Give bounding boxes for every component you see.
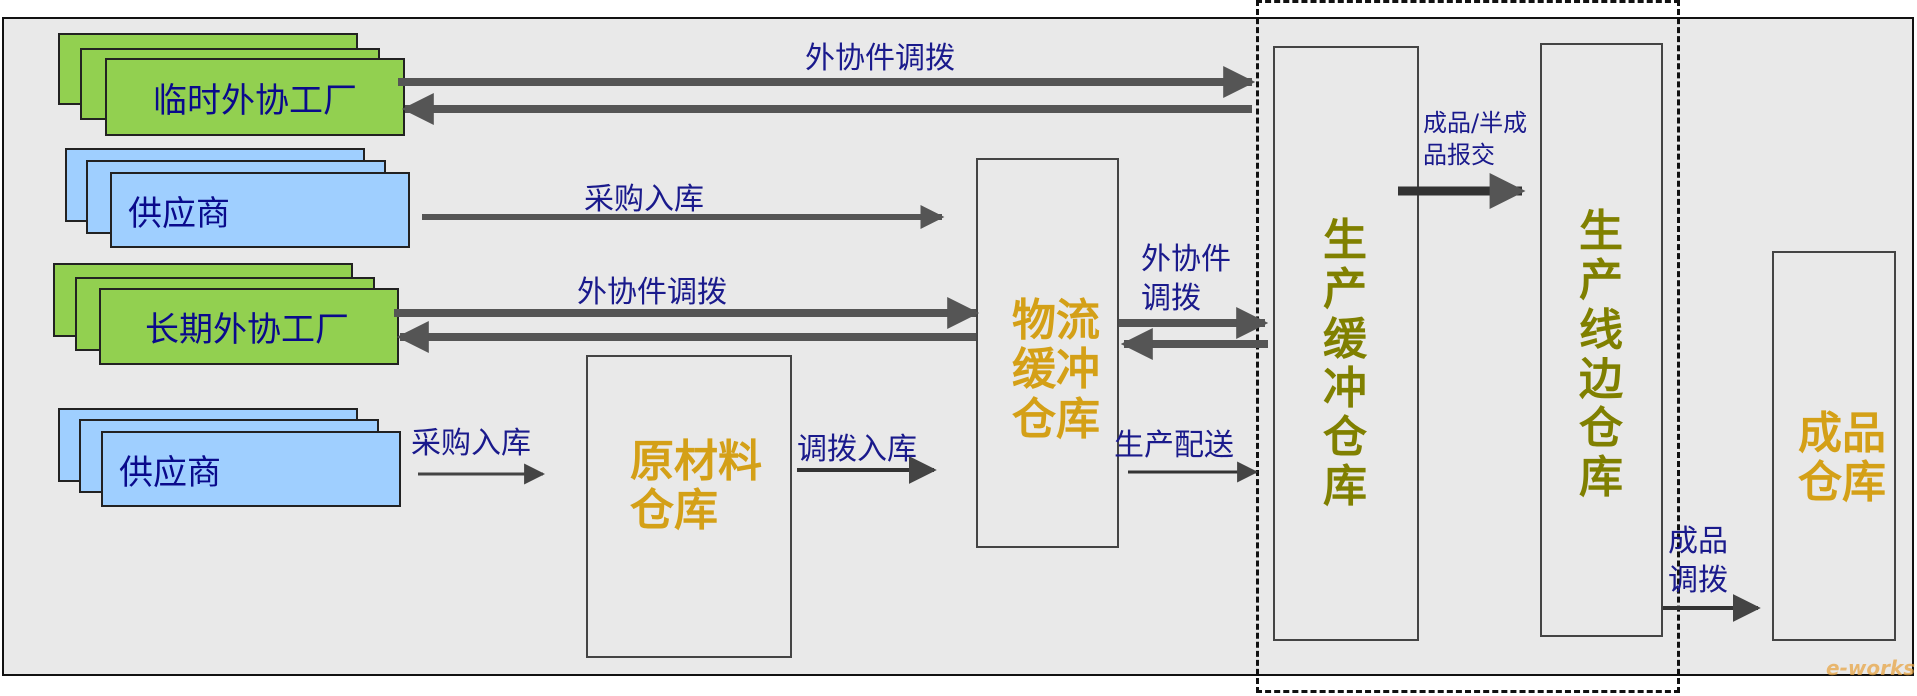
- finished-transfer-label: 成品调拨: [1668, 524, 1728, 598]
- raw-material-warehouse: 原材料仓库: [586, 355, 792, 658]
- supplier-2-card: 供应商: [101, 431, 401, 507]
- production-buffer-warehouse-label: 生产缓冲仓库: [1323, 215, 1367, 513]
- long-transfer-label: 外协件调拨: [577, 275, 727, 310]
- temp-factory-label: 临时外协工厂: [153, 80, 357, 121]
- supplier-1-card: 供应商: [110, 172, 410, 248]
- semi-finished-label: 成品/半成品报交: [1423, 109, 1528, 170]
- logistics-buffer-warehouse: 物流缓冲仓库: [976, 158, 1119, 548]
- logistics-buffer-warehouse-label: 物流缓冲仓库: [1012, 295, 1100, 445]
- temp-transfer-label: 外协件调拨: [805, 41, 955, 76]
- finished-goods-warehouse: 成品仓库: [1772, 251, 1896, 641]
- transfer-in-label: 调拨入库: [797, 432, 917, 467]
- purchase-2-label: 采购入库: [411, 426, 531, 461]
- outsourced-transfer-label: 外协件调拨: [1141, 242, 1231, 316]
- line-side-warehouse-label: 生产线边仓库: [1579, 206, 1623, 504]
- supplier-2-label: 供应商: [119, 452, 221, 493]
- purchase-1-label: 采购入库: [584, 182, 704, 217]
- supplier-1-label: 供应商: [128, 193, 230, 234]
- line-side-warehouse: 生产线边仓库: [1540, 43, 1663, 637]
- long-factory-card: 长期外协工厂: [99, 288, 399, 365]
- long-factory-label: 长期外协工厂: [145, 310, 349, 350]
- raw-material-warehouse-label: 原材料仓库: [630, 436, 762, 537]
- production-buffer-warehouse: 生产缓冲仓库: [1273, 46, 1419, 641]
- finished-goods-warehouse-label: 成品仓库: [1798, 408, 1886, 509]
- e-works-watermark: e-works: [1826, 656, 1916, 680]
- production-delivery-label: 生产配送: [1114, 428, 1234, 463]
- temp-factory-card: 临时外协工厂: [105, 58, 405, 136]
